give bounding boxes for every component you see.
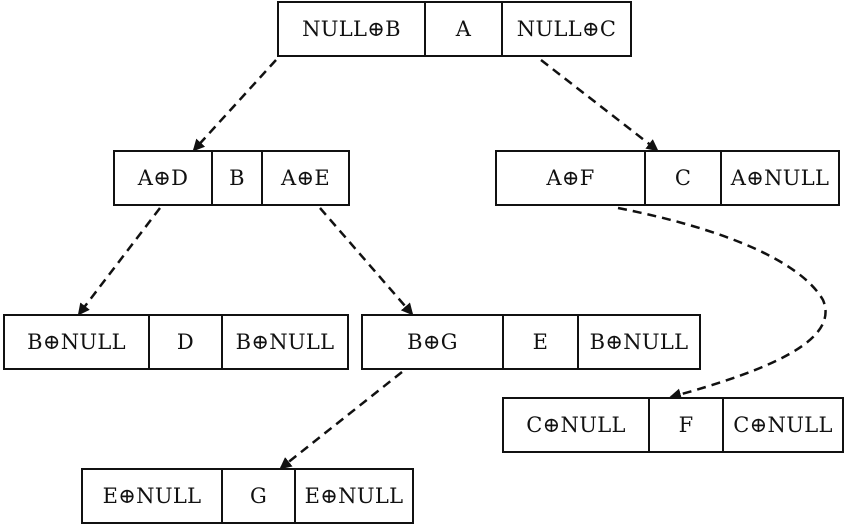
node-d: B⊕NULL D B⊕NULL: [3, 314, 349, 370]
node-g: E⊕NULL G E⊕NULL: [81, 468, 414, 524]
node-c: A⊕F C A⊕NULL: [495, 150, 840, 206]
node-d-left-field: B⊕NULL: [27, 330, 126, 354]
edge-a-to-c: [540, 59, 659, 152]
node-c-right-field: A⊕NULL: [720, 152, 838, 204]
node-b: A⊕D B A⊕E: [113, 150, 350, 206]
node-f: C⊕NULL F C⊕NULL: [502, 397, 844, 453]
edge-c-to-f: [617, 206, 827, 401]
node-e-left-field: B⊕G: [407, 330, 458, 354]
edge-b-to-e: [319, 207, 414, 316]
node-g-data-field: G: [221, 470, 294, 522]
node-e: B⊕G E B⊕NULL: [361, 314, 701, 370]
edge-a-to-b: [192, 59, 277, 152]
node-d-data-field: D: [148, 316, 221, 368]
node-f-data-field: F: [648, 399, 722, 451]
node-c-data-field: C: [644, 152, 720, 204]
node-c-left-field: A⊕F: [546, 166, 595, 190]
node-d-right-field: B⊕NULL: [221, 316, 347, 368]
node-b-right-field: A⊕E: [261, 152, 348, 204]
node-a: NULL⊕B A NULL⊕C: [277, 1, 632, 57]
node-b-left-field: A⊕D: [137, 166, 189, 190]
node-a-right-field: NULL⊕C: [501, 3, 630, 55]
edge-b-to-d: [77, 207, 161, 316]
node-a-left-field: NULL⊕B: [302, 17, 401, 41]
node-e-right-field: B⊕NULL: [577, 316, 699, 368]
edge-e-to-g: [279, 371, 403, 470]
node-a-data-field: A: [424, 3, 501, 55]
node-b-data-field: B: [211, 152, 261, 204]
node-f-left-field: C⊕NULL: [526, 413, 626, 437]
node-f-right-field: C⊕NULL: [722, 399, 842, 451]
node-g-right-field: E⊕NULL: [294, 470, 412, 522]
node-e-data-field: E: [502, 316, 577, 368]
node-g-left-field: E⊕NULL: [102, 484, 202, 508]
